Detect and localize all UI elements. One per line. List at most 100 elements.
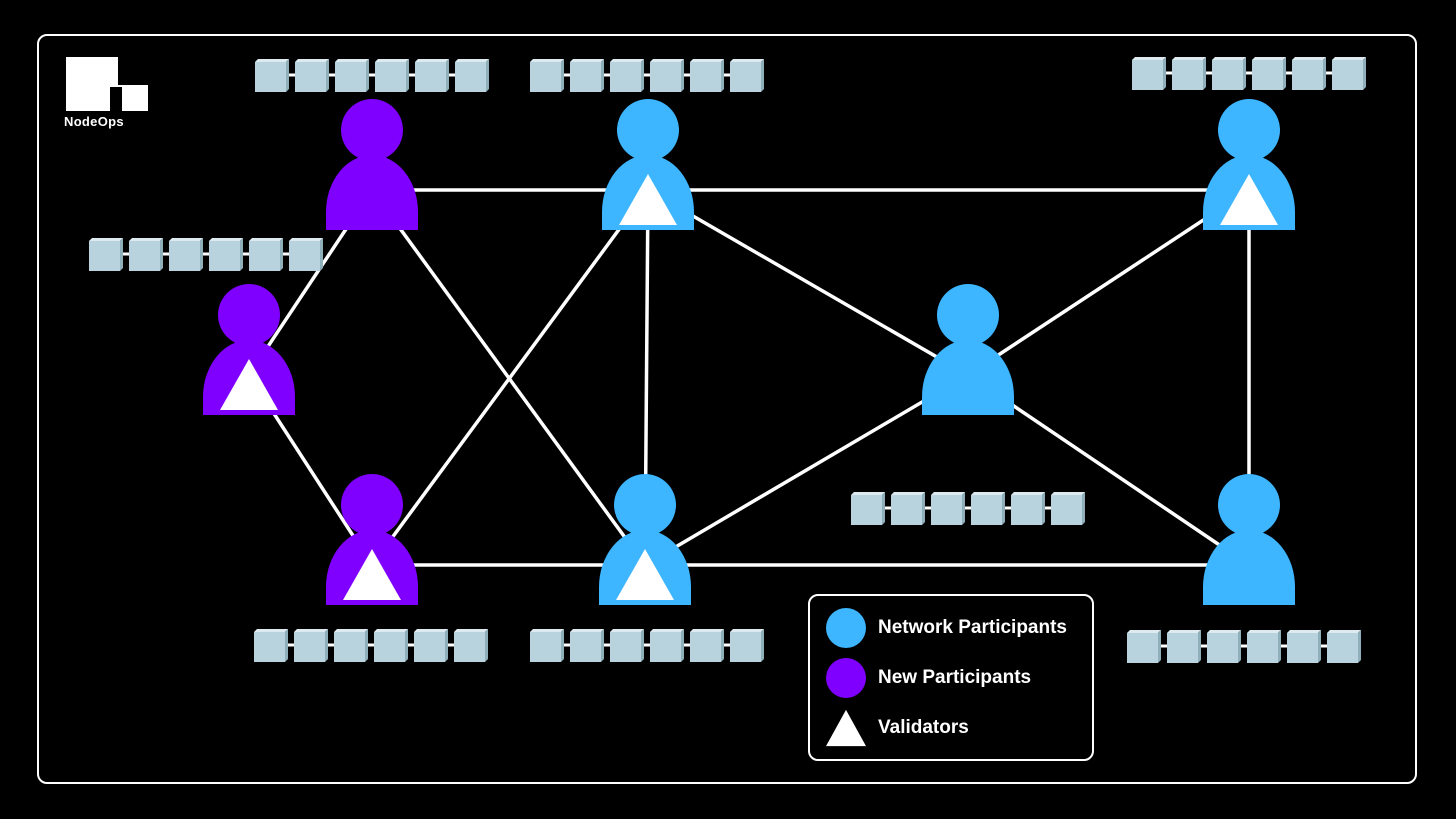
blockchain [254, 629, 488, 662]
blockchain [530, 59, 764, 92]
network-participant [1203, 474, 1295, 605]
block [690, 629, 724, 662]
network-participant-validator [599, 474, 691, 605]
block [169, 238, 203, 271]
block [1127, 630, 1161, 663]
blockchain [89, 238, 323, 271]
validator-triangle-icon [616, 549, 674, 600]
block [610, 59, 644, 92]
legend-label: Network Participants [878, 617, 1067, 638]
legend-item-network-participants: Network Participants [818, 606, 1088, 650]
block [334, 629, 368, 662]
diagram-frame [37, 34, 1417, 784]
legend-item-new-participants: New Participants [818, 656, 1088, 700]
blockchain [255, 59, 489, 92]
block [1172, 57, 1206, 90]
block [851, 492, 885, 525]
block [530, 59, 564, 92]
block [730, 59, 764, 92]
connection-line [647, 188, 969, 377]
block [1252, 57, 1286, 90]
participant-head [614, 474, 676, 536]
purple-circle-icon [826, 658, 866, 698]
legend-item-validators: Validators [818, 706, 1088, 750]
block [690, 59, 724, 92]
legend-label: Validators [878, 717, 969, 738]
block [1292, 57, 1326, 90]
block [931, 492, 965, 525]
blockchain [1127, 630, 1361, 663]
block [1132, 57, 1166, 90]
block [129, 238, 163, 271]
block [1167, 630, 1201, 663]
participants [203, 99, 1295, 605]
nodeops-logo-icon [66, 57, 148, 111]
block [1247, 630, 1281, 663]
block [1011, 492, 1045, 525]
block [209, 238, 243, 271]
participant-head [937, 284, 999, 346]
block [971, 492, 1005, 525]
new-participant-validator [326, 474, 418, 605]
block [89, 238, 123, 271]
participant-head [1218, 99, 1280, 161]
participant-head [341, 474, 403, 536]
network-participant [922, 284, 1014, 415]
participant-body [1203, 530, 1295, 605]
block [289, 238, 323, 271]
blockchain [1132, 57, 1366, 90]
legend: Network Participants New Participants Va… [808, 594, 1094, 761]
white-triangle-icon [826, 709, 866, 747]
new-participant [326, 99, 418, 230]
block [414, 629, 448, 662]
block [1051, 492, 1085, 525]
validator-triangle-icon [619, 174, 677, 225]
connection-line [967, 188, 1250, 377]
participant-body [922, 340, 1014, 415]
participant-head [1218, 474, 1280, 536]
block [1207, 630, 1241, 663]
block [610, 629, 644, 662]
new-participant-validator [203, 284, 295, 415]
validator-triangle-icon [220, 359, 278, 410]
block [650, 59, 684, 92]
block [375, 59, 409, 92]
block [730, 629, 764, 662]
block [530, 629, 564, 662]
legend-label: New Participants [878, 667, 1032, 688]
connection-line [644, 373, 969, 567]
participant-body [326, 155, 418, 230]
block [415, 59, 449, 92]
validator-triangle-icon [343, 549, 401, 600]
block [254, 629, 288, 662]
blockchains [89, 57, 1366, 663]
block [1327, 630, 1361, 663]
participant-head [617, 99, 679, 161]
block [249, 238, 283, 271]
participant-head [218, 284, 280, 346]
block [891, 492, 925, 525]
block [455, 59, 489, 92]
block [335, 59, 369, 92]
block [1212, 57, 1246, 90]
network-participant-validator [1203, 99, 1295, 230]
network-participant-validator [602, 99, 694, 230]
connection-line [967, 373, 1250, 567]
block [294, 629, 328, 662]
blockchain [530, 629, 764, 662]
validator-triangle-icon [1220, 174, 1278, 225]
brand-name: NodeOps [64, 114, 124, 129]
blockchain [851, 492, 1085, 525]
block [255, 59, 289, 92]
block [374, 629, 408, 662]
connection-line [370, 188, 650, 567]
block [570, 59, 604, 92]
participant-head [341, 99, 403, 161]
block [1332, 57, 1366, 90]
block [570, 629, 604, 662]
block [454, 629, 488, 662]
block [650, 629, 684, 662]
blue-circle-icon [826, 608, 866, 648]
